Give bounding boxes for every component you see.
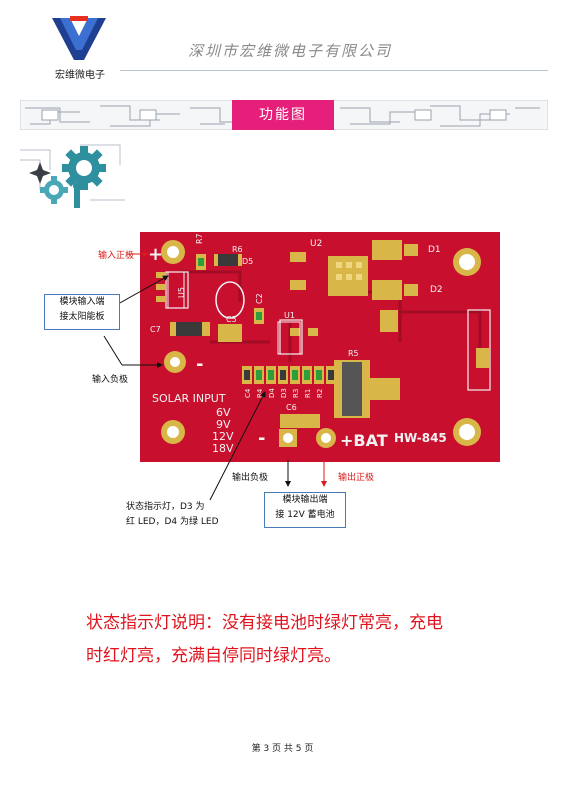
silk-u5: U5 <box>177 287 186 298</box>
silk-voltage-18v: 18V <box>212 442 234 455</box>
silk-r4: R4 <box>256 388 264 398</box>
silk-solar-input: SOLAR INPUT <box>152 392 226 405</box>
silk-d2: D2 <box>430 285 443 295</box>
page-footer: 第 3 页 共 5 页 <box>251 744 314 754</box>
label-output-positive: 输出正极 <box>338 473 375 483</box>
module-output-line1: 模块输出端 <box>282 495 328 505</box>
silk-r7: R7 <box>195 233 204 244</box>
status-line1: 状态指示灯，D3 为 <box>126 502 205 512</box>
label-input-negative: 输入负极 <box>92 375 129 385</box>
section-title: 功能图 <box>232 100 334 130</box>
silk-c4: C4 <box>244 388 252 398</box>
status-note: 状态指示灯说明：没有接电池时绿灯常亮，充电 时红灯亮，充满自停同时绿灯亮。 <box>86 607 506 673</box>
pcb-board: + - SOLAR INPUT 6V 9V 12V 18V - +BAT HW-… <box>140 232 500 462</box>
module-output-line2: 接 12V 蓄电池 <box>275 510 335 520</box>
company-name: 深圳市宏维微电子有限公司 <box>187 42 392 60</box>
silk-d4: D4 <box>268 388 276 398</box>
silk-plus-in: + <box>148 244 163 265</box>
silk-d1: D1 <box>428 245 441 255</box>
company-logo <box>48 14 110 64</box>
label-output-negative: 输出负极 <box>232 473 269 483</box>
module-input-box: 模块输入端 接太阳能板 <box>44 294 120 330</box>
silk-c5: C5 <box>226 315 237 324</box>
silk-d3: D3 <box>280 388 288 398</box>
header-divider <box>120 70 548 71</box>
silk-c2: C2 <box>255 293 264 304</box>
module-output-box: 模块输出端 接 12V 蓄电池 <box>264 492 346 528</box>
silk-r6: R6 <box>232 245 243 254</box>
status-line2: 红 LED，D4 为绿 LED <box>126 517 219 527</box>
gears-icon <box>20 140 130 212</box>
silk-c7: C7 <box>150 325 161 334</box>
silk-r1: R1 <box>304 389 312 398</box>
silk-minus-out: - <box>258 428 265 449</box>
silk-model: HW-845 <box>394 431 447 445</box>
silk-c6: C6 <box>286 403 297 412</box>
silk-minus-in: - <box>196 354 203 375</box>
silk-d5: D5 <box>242 257 253 266</box>
silk-bat: +BAT <box>340 431 388 450</box>
logo-caption: 宏维微电子 <box>55 70 105 81</box>
module-input-line1: 模块输入端 <box>59 297 105 307</box>
silk-r3: R3 <box>292 389 300 398</box>
silk-r2: R2 <box>316 389 324 398</box>
status-led-label: 状态指示灯，D3 为 红 LED，D4 为绿 LED <box>126 500 219 530</box>
module-input-line2: 接太阳能板 <box>59 312 105 322</box>
note-line2: 时红灯亮，充满自停同时绿灯亮。 <box>86 646 341 666</box>
silk-r5: R5 <box>348 349 359 358</box>
label-input-positive: 输入正极 <box>98 251 135 261</box>
silk-u1: U1 <box>284 311 295 320</box>
note-line1: 状态指示灯说明：没有接电池时绿灯常亮，充电 <box>86 613 443 633</box>
silk-u2: U2 <box>310 239 322 249</box>
